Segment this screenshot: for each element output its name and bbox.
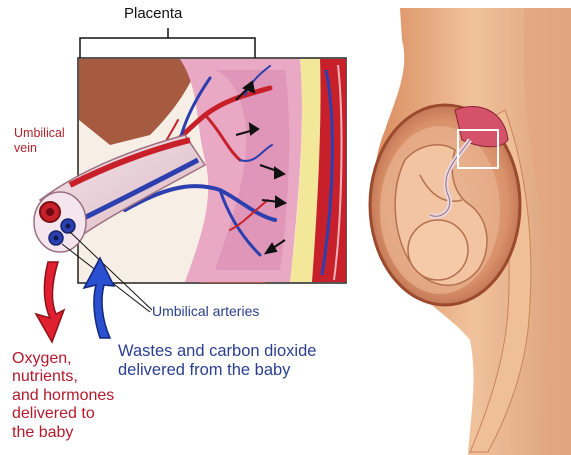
placenta-bracket	[80, 38, 255, 58]
umbilical-vein-line2: vein	[14, 141, 65, 156]
oxygen-line3: and hormones	[12, 387, 114, 405]
oxygen-line1: Oxygen,	[12, 350, 114, 368]
oxygen-line4: delivered to	[12, 405, 114, 423]
oxygen-line5: the baby	[12, 424, 114, 442]
pregnant-body-illustration	[370, 8, 571, 455]
oxygen-arrow-down	[36, 262, 64, 342]
placenta-cross-section	[34, 58, 346, 283]
oxygen-label: Oxygen, nutrients, and hormones delivere…	[12, 350, 114, 442]
umbilical-vein-label: Umbilical vein	[14, 126, 65, 156]
umbilical-arteries-label: Umbilical arteries	[152, 304, 259, 319]
wastes-label: Wastes and carbon dioxide delivered from…	[118, 342, 316, 380]
placenta-label: Placenta	[124, 6, 182, 22]
wastes-line2: delivered from the baby	[118, 361, 316, 380]
oxygen-line2: nutrients,	[12, 368, 114, 386]
umbilical-vein-line1: Umbilical	[14, 126, 65, 141]
wastes-line1: Wastes and carbon dioxide	[118, 342, 316, 361]
